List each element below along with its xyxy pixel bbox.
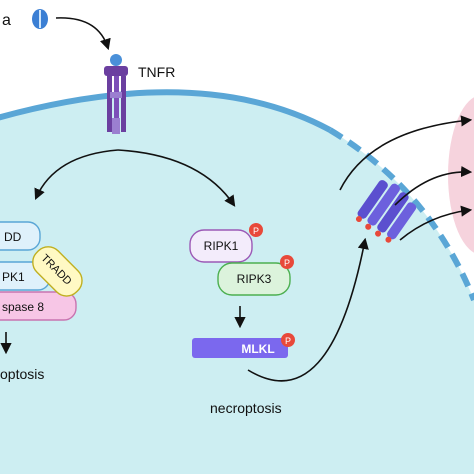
release-arrow-3 bbox=[399, 205, 473, 241]
ligand-label: a bbox=[2, 12, 11, 29]
caspase8-label: spase 8 bbox=[2, 300, 44, 314]
phospho-label: P bbox=[284, 258, 290, 268]
arrow-to-right-complex bbox=[117, 149, 236, 207]
phospho-label: P bbox=[285, 336, 291, 346]
complex-left: DD PK1 TRADD spase 8 bbox=[0, 221, 83, 321]
ripk3-box bbox=[217, 262, 291, 296]
phospho-icon bbox=[249, 223, 263, 237]
phospho-icon bbox=[281, 333, 295, 347]
dd-label: DD bbox=[4, 230, 22, 244]
cell-membrane-dashed bbox=[328, 127, 474, 302]
ripk3-label: RIPK3 bbox=[237, 272, 272, 286]
release-arrow-1 bbox=[339, 115, 473, 191]
phospho-icon bbox=[280, 255, 294, 269]
mlkl-label: MLKL bbox=[241, 342, 274, 356]
arrow-ligand-to-receptor bbox=[55, 17, 111, 51]
caspase8-box bbox=[0, 291, 77, 321]
ripk1-box bbox=[189, 229, 253, 263]
arrow-mlkl-to-pore bbox=[247, 237, 369, 382]
necroptosis-label: necroptosis bbox=[210, 400, 282, 416]
tnfr-receptor-icon bbox=[104, 54, 128, 134]
ripk1-label: RIPK1 bbox=[204, 239, 239, 253]
tnf-ligand bbox=[32, 9, 48, 29]
ripk1-label-left: PK1 bbox=[2, 270, 25, 284]
receptor-label: TNFR bbox=[138, 64, 175, 80]
cell-membrane bbox=[0, 89, 332, 133]
dd-box bbox=[0, 221, 41, 251]
mlkl-pore-icon bbox=[355, 180, 417, 243]
right-compartment bbox=[448, 97, 474, 253]
complex-right: RIPK1 P RIPK3 P MLKL P bbox=[189, 223, 295, 358]
phospho-label: P bbox=[253, 226, 259, 236]
mlkl-box bbox=[192, 338, 288, 358]
apoptosis-label: optosis bbox=[0, 366, 44, 382]
arrow-to-left-complex bbox=[34, 149, 119, 201]
tradd-box bbox=[32, 246, 83, 297]
release-arrow-2 bbox=[394, 165, 473, 206]
